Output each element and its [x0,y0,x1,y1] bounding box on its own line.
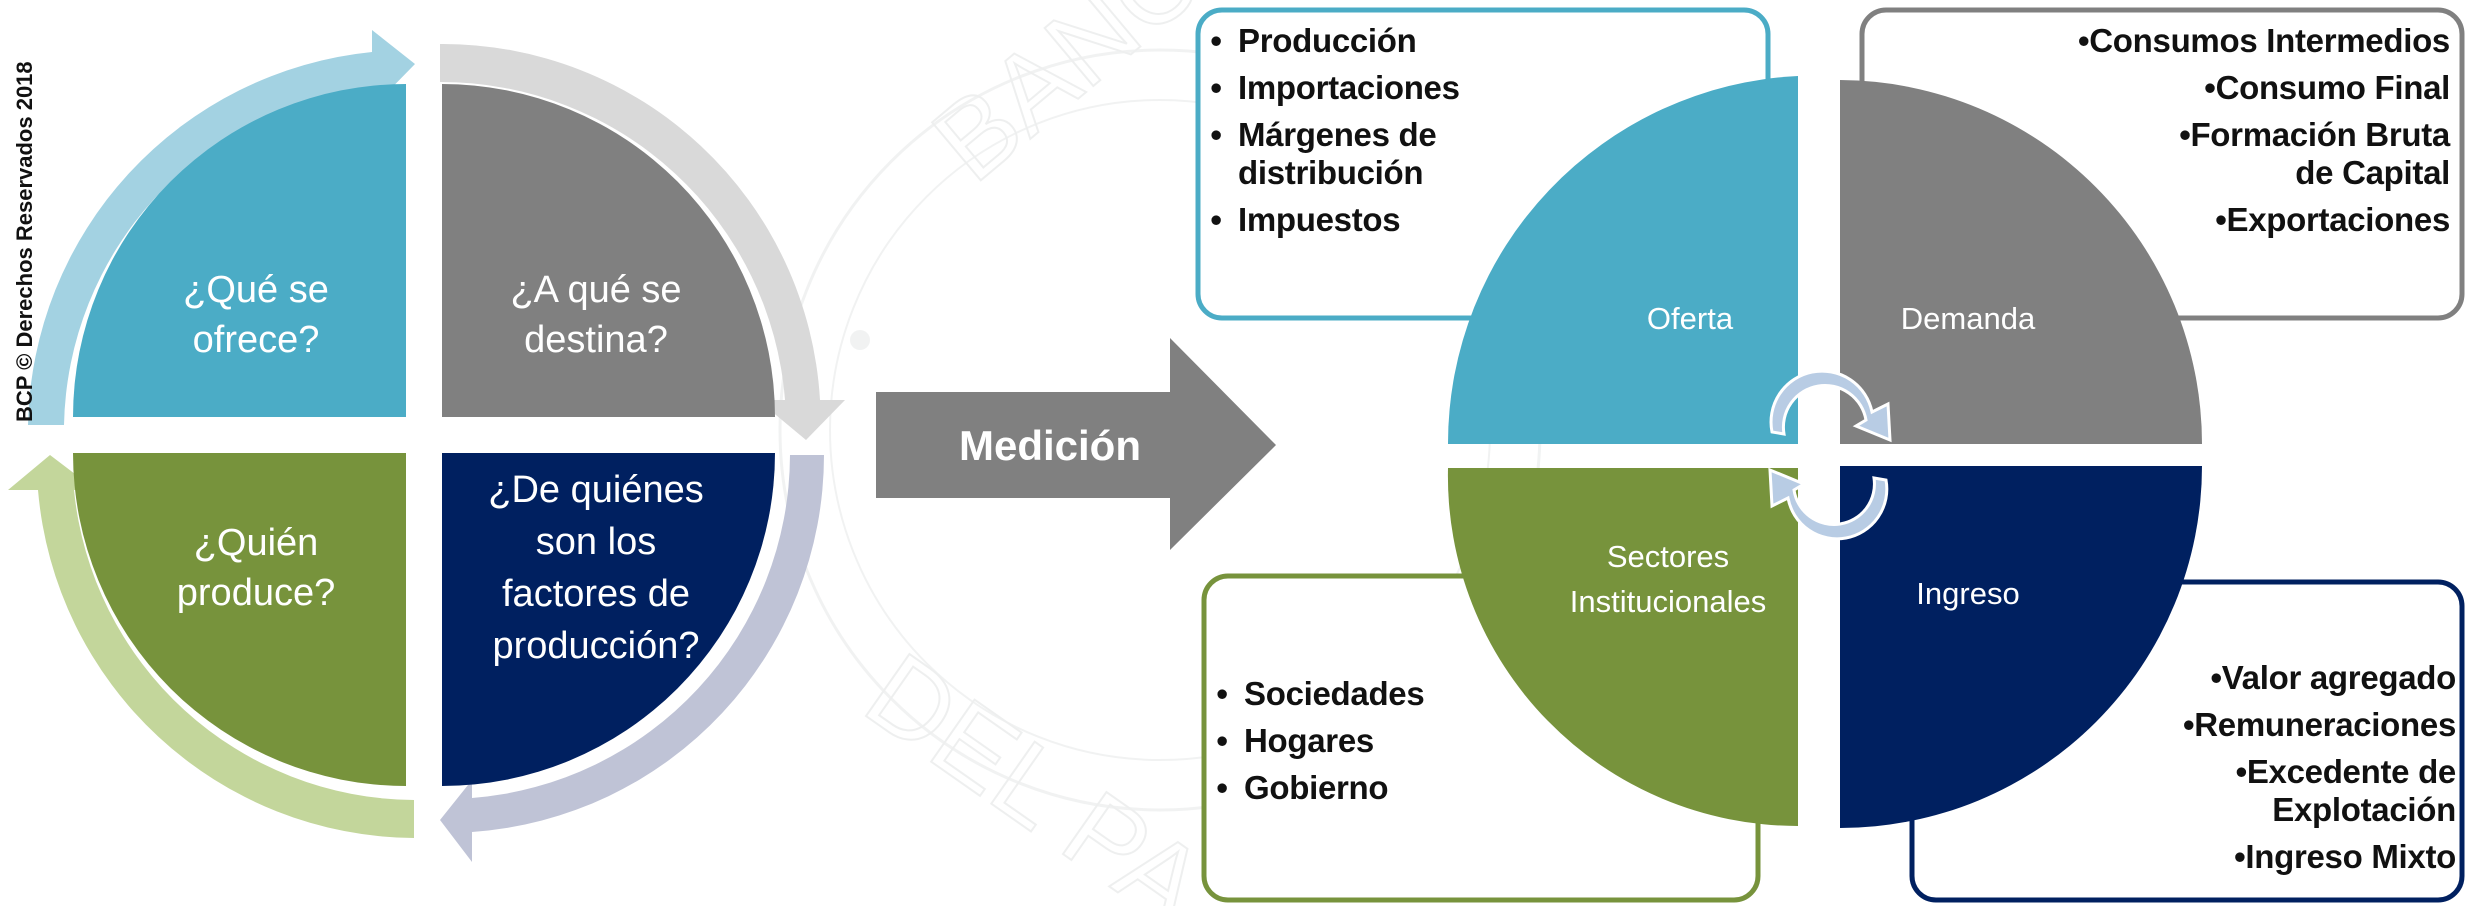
label-quien-produce-2: produce? [177,572,335,614]
list-item: •Sociedades [1216,675,1425,712]
list-item: •Exportaciones [2215,201,2450,238]
label-ingreso: Ingreso [1916,576,2019,611]
label-quien-produce-1: ¿Quién [194,522,319,564]
quadrant-demanda [1840,80,2202,444]
cycle-arrow-green [8,455,414,838]
demanda-list: •Consumos Intermedios •Consumo Final •Fo… [2050,22,2450,248]
cycle-arrow-blue [28,30,415,425]
list-item: •Ingreso Mixto [2234,838,2456,875]
quadrant-oferta [1447,76,1798,444]
left-pie [73,84,775,786]
quadrant-sectores [1447,468,1798,826]
label-de-quienes-3: factores de [502,573,690,615]
list-item: •Consumos Intermedios [2078,22,2450,59]
quadrant-quien-produce [73,453,406,786]
list-item: •Excedente de Explotación [2235,753,2457,828]
label-sectores-2: Institucionales [1570,584,1766,619]
label-a-que-se-destina-2: destina? [524,319,668,361]
label-oferta: Oferta [1647,301,1734,336]
medicion-label: Medición [959,422,1141,469]
label-sectores-1: Sectores [1607,539,1729,574]
label-demanda: Demanda [1901,301,2036,336]
cycle-arrow-gray [440,43,845,440]
quadrant-de-quienes [442,453,775,786]
oferta-list: •Producción •Importaciones •Márgenes de … [1210,22,1516,248]
list-item: •Valor agregado [2210,659,2457,696]
watermark-bottom-text: DEL PA [845,630,1227,906]
center-cycle-icon [1768,369,1892,541]
list-item: •Remuneraciones [2183,706,2456,743]
quadrant-ingreso [1840,466,2202,828]
label-que-se-ofrece-2: ofrece? [193,319,320,361]
copyright-text: BCP © Derechos Reservados 2018 [12,61,37,422]
left-cycle-arrows [8,30,845,862]
list-item: •Producción [1210,22,1417,59]
sectores-list: •Sociedades •Hogares •Gobierno [1216,675,1522,816]
list-item: •Importaciones [1210,69,1460,106]
left-pie-labels: ¿Qué se ofrece? ¿A qué se destina? ¿Quié… [177,269,704,667]
list-item: •Hogares [1216,722,1374,759]
label-de-quienes-2: son los [536,521,656,563]
quadrant-a-que-se-destina [442,84,775,417]
label-que-se-ofrece-1: ¿Qué se [183,269,329,311]
list-item: •Gobierno [1216,769,1389,806]
list-item: •Consumo Final [2204,69,2450,106]
right-pie [1447,76,2202,828]
ingreso-list: •Valor agregado •Remuneraciones •Exceden… [2100,659,2456,885]
label-de-quienes-4: producción? [492,625,699,667]
copyright-vertical: BCP © Derechos Reservados 2018 [12,61,37,422]
right-pie-labels: Oferta Demanda Sectores Institucionales … [1570,301,2036,619]
label-de-quienes-1: ¿De quiénes [488,469,703,511]
medicion-arrow: Medición [876,338,1276,550]
cycle-arrow-navy [440,455,824,862]
label-a-que-se-destina-1: ¿A qué se [510,269,681,311]
quadrant-que-se-ofrece [73,84,406,417]
list-item: •Márgenes de distribución [1210,116,1437,191]
list-item: •Impuestos [1210,201,1401,238]
list-item: •Formación Bruta de Capital [2179,116,2450,191]
